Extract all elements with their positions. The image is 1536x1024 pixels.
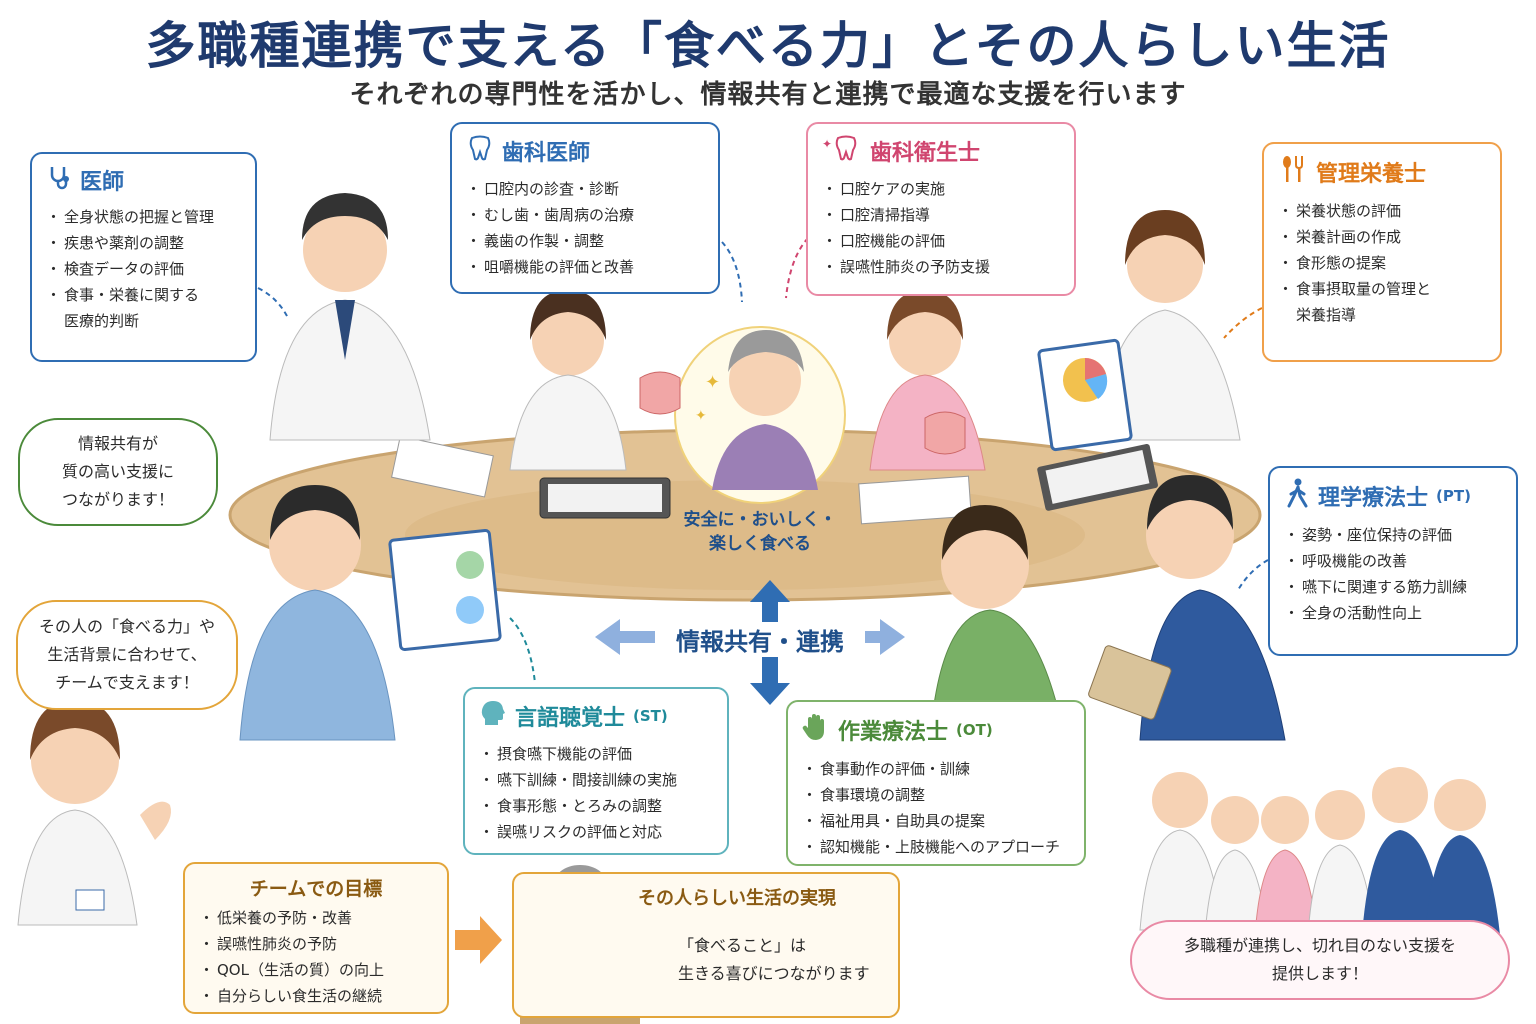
- dietitian-item: 食形態の提案: [1278, 250, 1486, 276]
- dietitian-title: 管理栄養士: [1316, 162, 1427, 187]
- dentist-item: むし歯・歯周病の治療: [466, 202, 704, 228]
- goal-item: QOL（生活の質）の向上: [199, 957, 433, 983]
- tooth-icon: [466, 134, 494, 168]
- st-item: 嚥下訓練・間接訓練の実施: [479, 767, 713, 793]
- dietitian-item-continuation: 栄養指導: [1296, 306, 1357, 324]
- st-card: 言語聴覚士 (ST) 摂食嚥下機能の評価 嚥下訓練・間接訓練の実施 食事形態・と…: [463, 687, 729, 855]
- ot-title: 作業療法士: [838, 720, 949, 745]
- hygienist-illustration: [869, 290, 986, 471]
- page-subtitle: それぞれの専門性を活かし、情報共有と連携で最適な支援を行います: [349, 80, 1187, 110]
- svg-text:✦: ✦: [822, 137, 832, 151]
- ot-item: 福祉用具・自助具の提案: [802, 808, 1070, 834]
- goal-item: 自分らしい食生活の継続: [199, 983, 433, 1009]
- doctor-item: 疾患や薬剤の調整: [46, 230, 241, 256]
- st-item: 摂食嚥下機能の評価: [479, 741, 713, 767]
- goal-arrow-icon: [455, 916, 502, 964]
- ot-card: 作業療法士 (OT) 食事動作の評価・訓練 食事環境の調整 福祉用具・自助具の提…: [786, 700, 1086, 866]
- bubble-line: 生活背景に合わせて、: [47, 645, 207, 664]
- doctor-card: 医師 全身状態の把握と管理 疾患や薬剤の調整 検査データの評価 食事・栄養に関す…: [30, 152, 257, 362]
- team-illustration: [1139, 767, 1500, 936]
- doctor-title: 医師: [80, 170, 125, 195]
- stethoscope-icon: [46, 164, 72, 196]
- paper-illustration: [391, 435, 494, 498]
- head-speech-icon: [479, 699, 507, 733]
- doctor-item: 食事・栄養に関する: [46, 282, 241, 308]
- pt-card: 理学療法士 (PT) 姿勢・座位保持の評価 呼吸機能の改善 嚥下に関連する筋力訓…: [1268, 466, 1518, 656]
- arrow-up-icon: [750, 580, 790, 662]
- walking-person-icon: [1284, 478, 1310, 514]
- pt-item: 姿勢・座位保持の評価: [1284, 522, 1502, 548]
- st-abbr: (ST): [633, 707, 668, 725]
- arrow-left-icon: [595, 619, 655, 655]
- sparkle-tooth-icon: ✦: [822, 134, 862, 168]
- bubble-line: その人の「食べる力」や: [38, 617, 215, 636]
- dentist-item: 口腔内の診査・診断: [466, 176, 704, 202]
- pt-item: 呼吸機能の改善: [1284, 548, 1502, 574]
- hygienist-card: ✦ 歯科衛生士 口腔ケアの実施 口腔清掃指導 口腔機能の評価 誤嚥性肺炎の予防支…: [806, 122, 1076, 296]
- goal-item: 誤嚥性肺炎の予防: [199, 931, 433, 957]
- bubble-line: 多職種が連携し、切れ目のない支援を: [1183, 936, 1456, 955]
- realization-title: その人らしい生活の実現: [638, 888, 836, 909]
- dentist-item: 義歯の作製・調整: [466, 228, 704, 254]
- bubble-line: つながります！: [61, 490, 174, 509]
- bubble-line: 提供します！: [1271, 964, 1368, 983]
- info-share-bubble: 情報共有が 質の高い支援に つながります！: [18, 418, 218, 526]
- dietitian-illustration: [1037, 210, 1241, 452]
- team-bubble: 多職種が連携し、切れ目のない支援を 提供します！: [1130, 920, 1510, 1000]
- patient-illustration: [712, 424, 818, 490]
- hygienist-item: 口腔ケアの実施: [822, 176, 1060, 202]
- arrow-down-icon: [750, 653, 790, 705]
- realization-line: 生きる喜びにつながります: [678, 964, 870, 983]
- spoon-fork-icon: [1278, 154, 1308, 190]
- ot-abbr: (OT): [956, 721, 993, 739]
- hygienist-item: 口腔清掃指導: [822, 202, 1060, 228]
- team-goals-card: チームでの目標 低栄養の予防・改善 誤嚥性肺炎の予防 QOL（生活の質）の向上 …: [183, 862, 449, 1014]
- hygienist-title: 歯科衛生士: [870, 141, 981, 166]
- collab-label: 情報共有・連携: [655, 622, 865, 657]
- goal-item: 低栄養の予防・改善: [199, 905, 433, 931]
- dietitian-item: 栄養計画の作成: [1278, 224, 1486, 250]
- svg-text:✦: ✦: [705, 372, 720, 393]
- bubble-line: チームで支えます！: [55, 673, 199, 692]
- doctor-illustration: [269, 193, 431, 441]
- pt-illustration: [1088, 475, 1286, 741]
- pt-abbr: (PT): [1436, 487, 1471, 505]
- doctor-item-continuation: 医療的判断: [64, 312, 140, 330]
- doctor-item: 検査データの評価: [46, 256, 241, 282]
- st-item: 食事形態・とろみの調整: [479, 793, 713, 819]
- st-item: 誤嚥リスクの評価と対応: [479, 819, 713, 845]
- realization-card: その人らしい生活の実現 「食べること」は 生きる喜びにつながります: [512, 872, 900, 1018]
- realization-line: 「食べること」は: [678, 936, 807, 955]
- dietitian-item: 栄養状態の評価: [1278, 198, 1486, 224]
- page-title: 多職種連携で支える「食べる力」とその人らしい生活: [145, 17, 1391, 75]
- ot-item: 食事環境の調整: [802, 782, 1070, 808]
- dentist-title: 歯科医師: [502, 141, 591, 166]
- dentist-item: 咀嚼機能の評価と改善: [466, 254, 704, 280]
- support-bubble: その人の「食べる力」や 生活背景に合わせて、 チームで支えます！: [16, 600, 238, 710]
- pt-title: 理学療法士: [1318, 486, 1429, 511]
- st-title: 言語聴覚士: [515, 706, 626, 731]
- hygienist-item: 口腔機能の評価: [822, 228, 1060, 254]
- team-goals-title: チームでの目標: [249, 878, 383, 900]
- hygienist-item: 誤嚥性肺炎の予防支援: [822, 254, 1060, 280]
- st-illustration: [239, 485, 502, 741]
- nurse-illustration: [17, 700, 171, 926]
- ot-item: 食事動作の評価・訓練: [802, 756, 1070, 782]
- hand-icon: [802, 712, 830, 748]
- pt-item: 嚥下に関連する筋力訓練: [1284, 574, 1502, 600]
- dentist-illustration: [509, 290, 681, 471]
- dentist-card: 歯科医師 口腔内の診査・診断 むし歯・歯周病の治療 義歯の作製・調整 咀嚼機能の…: [450, 122, 720, 294]
- doctor-item: 全身状態の把握と管理: [46, 204, 241, 230]
- patient-label-line: 楽しく食べる: [709, 534, 811, 554]
- dietitian-card: 管理栄養士 栄養状態の評価 栄養計画の作成 食形態の提案 食事摂取量の管理と 栄…: [1262, 142, 1502, 362]
- bubble-line: 質の高い支援に: [61, 462, 174, 481]
- pt-item: 全身の活動性向上: [1284, 600, 1502, 626]
- svg-text:✦: ✦: [695, 408, 707, 424]
- bubble-line: 情報共有が: [77, 434, 158, 453]
- patient-label: 安全に・おいしく・ 楽しく食べる: [660, 508, 860, 556]
- ot-item: 認知機能・上肢機能へのアプローチ: [802, 834, 1070, 860]
- patient-label-line: 安全に・おいしく・: [683, 510, 837, 530]
- dietitian-item: 食事摂取量の管理と: [1278, 276, 1486, 302]
- arrow-right-icon: [845, 619, 905, 655]
